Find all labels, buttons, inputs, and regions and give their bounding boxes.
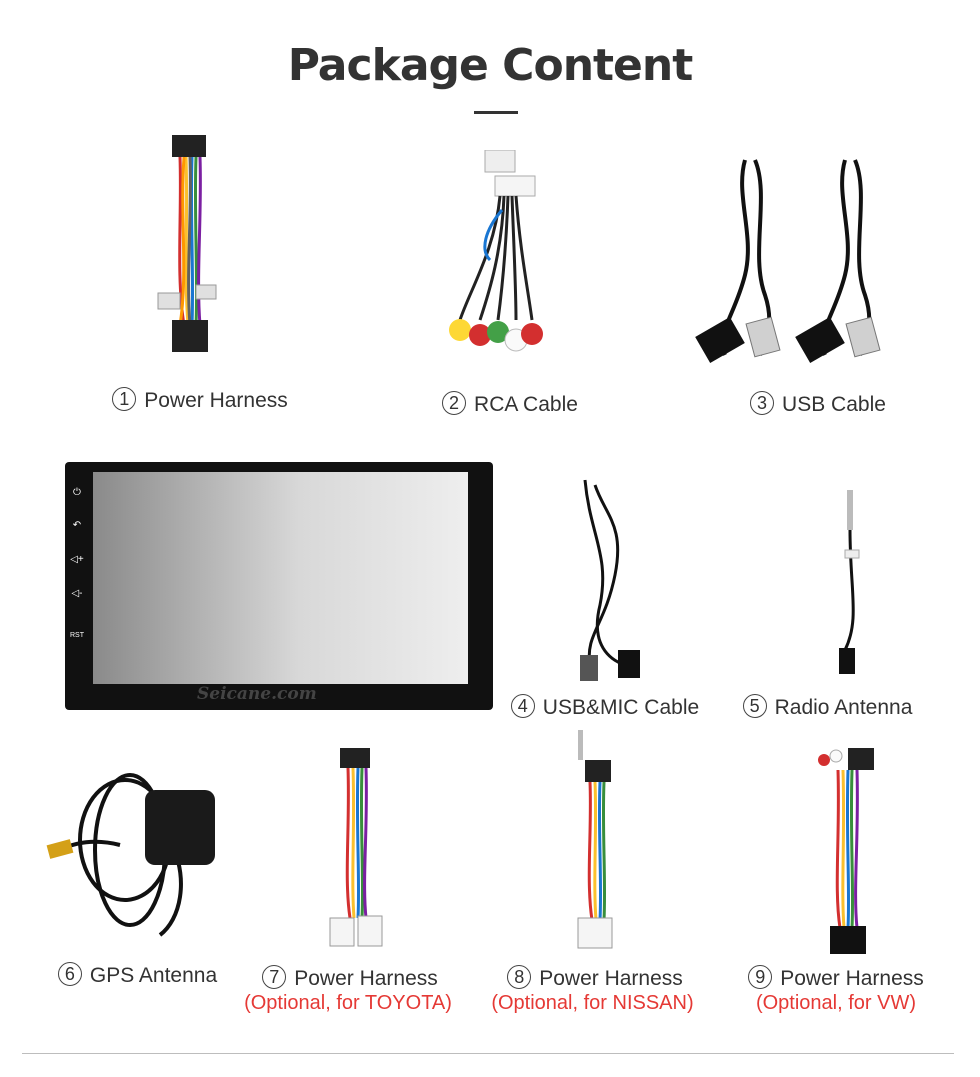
item-2-caption: 2 RCA Cable xyxy=(410,391,610,417)
item-6-number: 6 xyxy=(57,962,82,986)
usb-cable-image xyxy=(695,155,895,370)
power-button-icon[interactable]: ⏻ xyxy=(73,487,81,498)
item-9-optional-note: (Optional, for VW) xyxy=(755,992,917,1014)
item-3-caption: 3 USB Cable xyxy=(718,391,918,417)
item-3-number: 3 xyxy=(750,391,775,415)
item-8-label: Power Harness xyxy=(539,967,683,990)
item-1-caption: 1 Power Harness xyxy=(100,387,300,413)
volume-up-icon[interactable]: ◁+ xyxy=(70,554,84,565)
head-unit-image: Seicane.com xyxy=(65,462,493,710)
item-5-number: 5 xyxy=(742,694,767,718)
item-8-number: 8 xyxy=(507,965,532,989)
item-6-caption: 6 GPS Antenna xyxy=(40,962,235,988)
nissan-harness-image xyxy=(560,730,630,955)
vw-harness-image xyxy=(810,748,880,958)
item-9-label: Power Harness xyxy=(780,967,924,990)
item-8-caption: 8 Power Harness xyxy=(495,965,695,991)
item-4-number: 4 xyxy=(510,694,535,718)
rst-label[interactable]: RST xyxy=(70,632,84,639)
item-9-number: 9 xyxy=(748,965,773,989)
item-7-optional-note: (Optional, for TOYOTA) xyxy=(244,992,452,1014)
item-2-label: RCA Cable xyxy=(474,393,578,416)
item-2-number: 2 xyxy=(442,391,467,415)
item-5-label: Radio Antenna xyxy=(774,696,913,719)
item-4-caption: 4 USB&MIC Cable xyxy=(500,694,710,720)
back-button-icon[interactable]: ↶ xyxy=(72,520,82,531)
item-5-caption: 5 Radio Antenna xyxy=(720,694,935,720)
item-3-label: USB Cable xyxy=(782,393,886,416)
item-7-caption: 7 Power Harness xyxy=(250,965,450,991)
screen-watermark: Seicane.com xyxy=(197,684,317,704)
toyota-harness-image xyxy=(320,748,390,953)
usb-mic-cable-image xyxy=(570,475,650,685)
item-1-label: Power Harness xyxy=(144,389,288,412)
radio-antenna-image xyxy=(825,490,875,680)
item-4-label: USB&MIC Cable xyxy=(542,696,700,719)
item-8-optional-note: (Optional, for NISSAN) xyxy=(491,992,694,1014)
rca-cable-image xyxy=(440,149,550,370)
item-7-label: Power Harness xyxy=(294,967,438,990)
page-title: Package Content xyxy=(287,40,694,91)
item-7-number: 7 xyxy=(262,965,287,989)
item-6-label: GPS Antenna xyxy=(89,964,218,987)
item-9-caption: 9 Power Harness xyxy=(736,965,936,991)
bottom-divider xyxy=(22,1053,954,1054)
power-harness-image xyxy=(150,135,230,365)
item-1-number: 1 xyxy=(112,387,137,411)
title-underline xyxy=(474,111,518,114)
gps-antenna-image xyxy=(40,750,230,950)
volume-down-icon[interactable]: ◁- xyxy=(71,588,83,599)
